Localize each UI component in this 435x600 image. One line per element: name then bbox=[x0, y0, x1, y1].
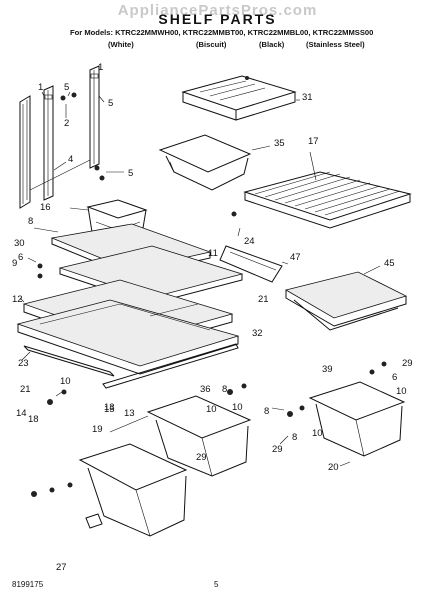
leader-line bbox=[53, 161, 67, 171]
crisper-handle bbox=[85, 513, 103, 529]
callout-13: 13 bbox=[124, 408, 135, 419]
deli-drawer-cover bbox=[181, 75, 297, 121]
callout-1: 1 bbox=[98, 62, 103, 73]
callout-19: 19 bbox=[92, 424, 103, 435]
callout-16: 16 bbox=[40, 202, 51, 213]
crisper-drawer-right bbox=[308, 381, 406, 457]
callout-15: 15 bbox=[104, 404, 115, 415]
callout-5: 5 bbox=[64, 82, 69, 93]
callout-14: 14 bbox=[16, 408, 27, 419]
callout-8: 8 bbox=[222, 384, 227, 395]
shelf-rail-left-2 bbox=[43, 85, 54, 201]
leader-line bbox=[55, 391, 63, 397]
leader-line bbox=[41, 91, 45, 97]
leader-line bbox=[33, 227, 59, 233]
leader-line bbox=[339, 461, 351, 467]
callout-13: 13 bbox=[104, 402, 115, 413]
leader-line bbox=[251, 145, 271, 151]
callout-2: 2 bbox=[64, 118, 69, 129]
callout-1: 1 bbox=[38, 82, 43, 93]
callout-12: 12 bbox=[12, 294, 23, 305]
callout-29: 29 bbox=[402, 358, 413, 369]
page-number: 5 bbox=[214, 580, 219, 589]
leader-line bbox=[281, 261, 289, 265]
right-shelf-frame bbox=[284, 271, 408, 331]
callout-8: 8 bbox=[292, 432, 297, 443]
variant-white: (White) bbox=[108, 40, 134, 49]
callout-24: 24 bbox=[244, 236, 255, 247]
page-title: SHELF PARTS bbox=[158, 11, 277, 27]
leader-line bbox=[279, 435, 289, 445]
frame-rails bbox=[23, 343, 239, 389]
leader-line bbox=[69, 207, 89, 211]
shelf-rail-right bbox=[89, 65, 100, 169]
variant-stainless: (Stainless Steel) bbox=[306, 40, 365, 49]
crisper-cover bbox=[219, 245, 283, 283]
callout-10: 10 bbox=[232, 402, 243, 413]
callout-23: 23 bbox=[18, 358, 29, 369]
leader-line bbox=[27, 257, 37, 263]
shelf-frame-crisper bbox=[16, 299, 240, 375]
callout-10: 10 bbox=[396, 386, 407, 397]
variant-biscuit: (Biscuit) bbox=[196, 40, 227, 49]
leader-line bbox=[237, 227, 241, 237]
screws-top bbox=[60, 92, 105, 181]
leader-line bbox=[363, 265, 381, 275]
callout-11: 11 bbox=[208, 248, 218, 259]
callout-21: 21 bbox=[258, 294, 269, 305]
document-number: 8199175 bbox=[12, 580, 44, 589]
callout-27: 27 bbox=[56, 562, 67, 573]
callout-10: 10 bbox=[312, 428, 323, 439]
leader-line bbox=[19, 297, 25, 303]
callout-5: 5 bbox=[128, 168, 133, 179]
callout-6: 6 bbox=[392, 372, 397, 383]
callout-10: 10 bbox=[60, 376, 71, 387]
callout-8: 8 bbox=[28, 216, 33, 227]
callout-32: 32 bbox=[252, 328, 263, 339]
rail-link bbox=[29, 159, 91, 191]
callout-30: 30 bbox=[14, 238, 25, 249]
callout-21: 21 bbox=[20, 384, 31, 395]
callout-17: 17 bbox=[308, 136, 319, 147]
callout-35: 35 bbox=[274, 138, 285, 149]
leader-line bbox=[67, 91, 71, 97]
callout-39: 39 bbox=[322, 364, 333, 375]
callout-20: 20 bbox=[328, 462, 339, 473]
callout-8: 8 bbox=[264, 406, 269, 417]
leader-line bbox=[21, 351, 31, 361]
callout-9: 9 bbox=[12, 258, 17, 269]
callout-31: 31 bbox=[302, 92, 313, 103]
callout-36: 36 bbox=[200, 384, 211, 395]
callout-6: 6 bbox=[18, 252, 23, 263]
fasteners bbox=[31, 211, 387, 497]
model-list: For Models: KTRC22MMWH00, KTRC22MMBT00, … bbox=[70, 28, 374, 37]
callout-10: 10 bbox=[206, 404, 217, 415]
leader-line bbox=[109, 415, 149, 433]
watermark: AppliancePartsPros.com bbox=[117, 2, 318, 19]
callout-29: 29 bbox=[196, 452, 207, 463]
callout-47: 47 bbox=[290, 252, 301, 263]
shelf-rail-left bbox=[19, 95, 31, 209]
leader-line bbox=[309, 151, 317, 181]
leader-line bbox=[271, 407, 285, 411]
callout-45: 45 bbox=[384, 258, 395, 269]
callout-29: 29 bbox=[272, 444, 283, 455]
variant-black: (Black) bbox=[259, 40, 285, 49]
callout-18: 18 bbox=[28, 414, 39, 425]
crisper-drawer-left bbox=[78, 443, 188, 537]
crisper-drawer-center bbox=[146, 395, 252, 477]
callout-4: 4 bbox=[68, 154, 73, 165]
leader-line bbox=[98, 95, 105, 103]
small-bin bbox=[158, 134, 252, 191]
wire-shelf bbox=[243, 171, 412, 229]
callout-5: 5 bbox=[108, 98, 113, 109]
